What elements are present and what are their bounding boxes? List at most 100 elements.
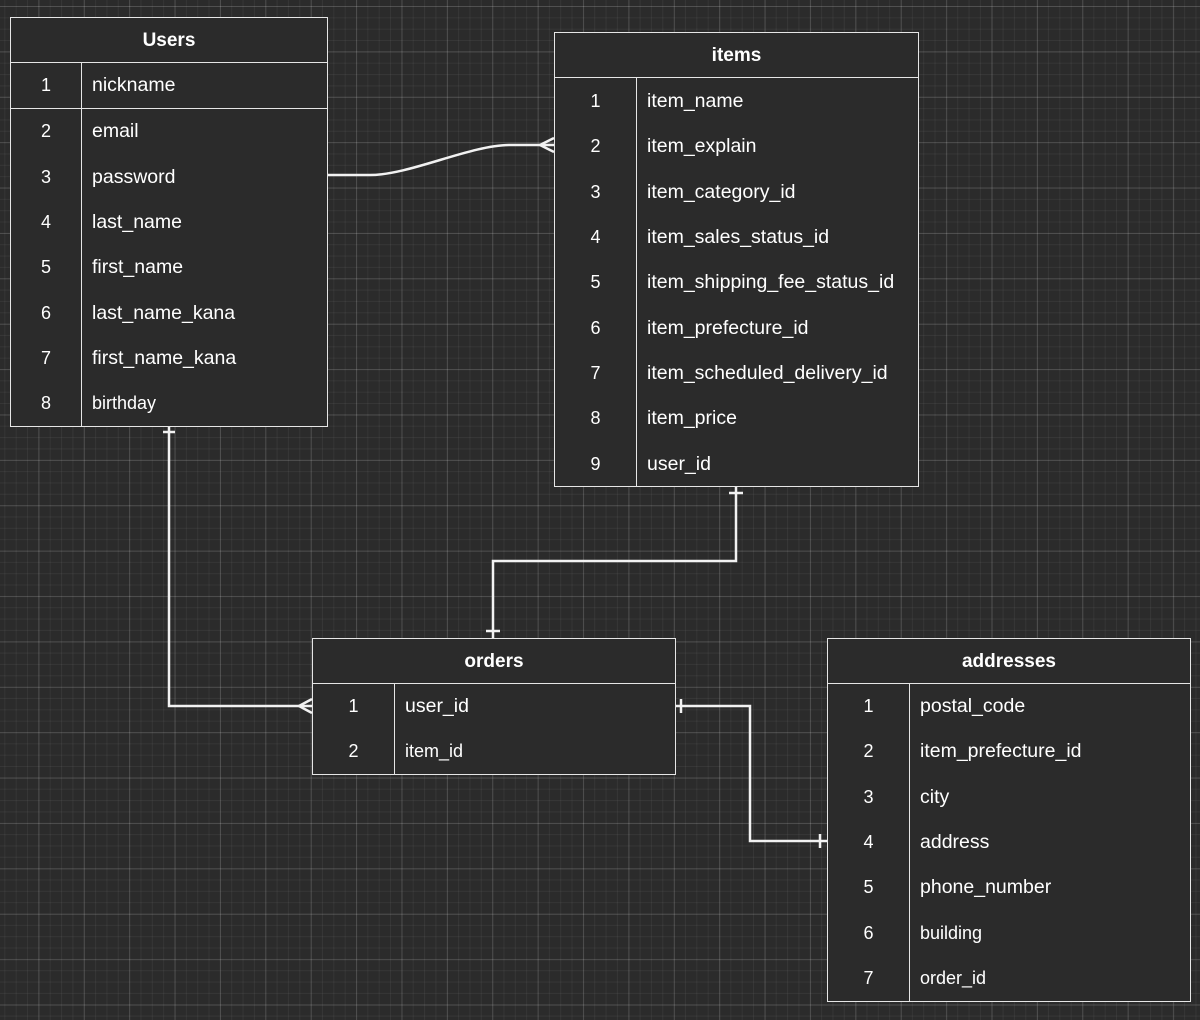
row-number: 4 (40, 212, 51, 233)
row-number: 5 (863, 877, 874, 898)
row-number: 3 (863, 786, 874, 807)
entity-users-rows: 1 nickname 2 email 3 password 4 last_nam… (11, 63, 327, 427)
entity-addresses-title: addresses (828, 639, 1190, 684)
table-row[interactable]: 7 first_name_kana (11, 336, 327, 381)
row-number: 1 (590, 91, 601, 112)
row-number: 1 (863, 696, 874, 717)
entity-orders[interactable]: orders 1 user_id 2 item_id (312, 638, 676, 775)
table-row[interactable]: 7 item_scheduled_delivery_id (555, 351, 918, 396)
table-row[interactable]: 1 item_name (555, 79, 918, 124)
crowfoot-many-icon (537, 136, 555, 154)
row-number: 8 (40, 393, 51, 414)
row-number: 2 (590, 136, 601, 157)
entity-users[interactable]: Users 1 nickname 2 email 3 password 4 la… (10, 17, 328, 427)
link-items-orders-line (491, 487, 738, 638)
link-users-orders[interactable] (163, 427, 313, 715)
row-number: 7 (590, 362, 601, 383)
row-number: 4 (590, 227, 601, 248)
field-name: birthday (92, 393, 157, 414)
field-name: item_price (647, 407, 737, 430)
table-row[interactable]: 1 postal_code (828, 684, 1190, 729)
entity-orders-title: orders (313, 639, 675, 684)
table-row[interactable]: 3 city (828, 775, 1190, 820)
table-row[interactable]: 1 user_id (313, 684, 675, 729)
table-row[interactable]: 5 first_name (11, 245, 327, 290)
row-number: 2 (863, 741, 874, 762)
field-name: password (92, 165, 176, 188)
entity-addresses[interactable]: addresses 1 postal_code 2 item_prefectur… (827, 638, 1191, 1002)
field-name: item_id (405, 741, 464, 762)
field-name: address (920, 831, 990, 854)
entity-users-title: Users (11, 18, 327, 63)
row-number: 9 (590, 453, 601, 474)
row-number: 5 (590, 272, 601, 293)
link-users-items-line (328, 143, 554, 177)
field-name: item_shipping_fee_status_id (647, 271, 895, 294)
table-row[interactable]: 6 item_prefecture_id (555, 305, 918, 350)
row-number: 7 (863, 967, 874, 988)
column-divider (394, 684, 395, 775)
row-number: 7 (40, 347, 51, 368)
field-name: first_name (92, 256, 184, 279)
table-row[interactable]: 4 address (828, 820, 1190, 865)
table-row[interactable]: 5 item_shipping_fee_status_id (555, 260, 918, 305)
row-number: 2 (348, 741, 359, 762)
field-name: nickname (92, 74, 176, 97)
table-row[interactable]: 6 building (828, 910, 1190, 955)
entity-items-title: items (555, 33, 918, 78)
field-name: item_explain (647, 135, 757, 158)
table-row[interactable]: 2 email (11, 109, 327, 154)
table-row[interactable]: 1 nickname (11, 63, 327, 110)
link-items-orders[interactable] (486, 487, 743, 638)
entity-orders-rows: 1 user_id 2 item_id (313, 684, 675, 775)
field-name: postal_code (920, 695, 1026, 718)
table-row[interactable]: 3 item_category_id (555, 170, 918, 215)
link-users-items[interactable] (328, 136, 555, 177)
column-divider (81, 63, 82, 427)
row-number: 6 (863, 922, 874, 943)
row-number: 6 (40, 302, 51, 323)
field-name: phone_number (920, 876, 1052, 899)
row-number: 1 (40, 75, 51, 96)
field-name: first_name_kana (92, 346, 237, 369)
crowfoot-many-icon (296, 697, 313, 715)
field-name: item_name (647, 90, 744, 113)
table-row[interactable]: 5 phone_number (828, 865, 1190, 910)
table-row[interactable]: 2 item_prefecture_id (828, 729, 1190, 774)
field-name: last_name (92, 211, 182, 234)
table-row[interactable]: 3 password (11, 155, 327, 200)
table-row[interactable]: 8 birthday (11, 381, 327, 426)
row-number: 2 (40, 121, 51, 142)
field-name: email (92, 120, 139, 143)
row-number: 3 (590, 181, 601, 202)
row-number: 5 (40, 257, 51, 278)
row-number: 1 (348, 696, 359, 717)
table-row[interactable]: 4 last_name (11, 200, 327, 245)
table-row[interactable]: 7 order_id (828, 956, 1190, 1001)
table-row[interactable]: 9 user_id (555, 441, 918, 486)
entity-addresses-rows: 1 postal_code 2 item_prefecture_id 3 cit… (828, 684, 1190, 1002)
table-row[interactable]: 2 item_id (313, 729, 675, 774)
row-number: 6 (590, 317, 601, 338)
table-row[interactable]: 4 item_sales_status_id (555, 215, 918, 260)
field-name: user_id (405, 695, 469, 718)
table-row[interactable]: 6 last_name_kana (11, 290, 327, 335)
table-row[interactable]: 8 item_price (555, 396, 918, 441)
entity-items-rows: 1 item_name 2 item_explain 3 item_catego… (555, 78, 918, 487)
column-divider (636, 78, 637, 487)
field-name: city (920, 785, 950, 808)
link-orders-addresses[interactable] (676, 699, 827, 848)
link-orders-addresses-line (676, 704, 827, 843)
entity-items[interactable]: items 1 item_name 2 item_explain 3 item_… (554, 32, 919, 487)
table-row[interactable]: 2 item_explain (555, 124, 918, 169)
field-name: item_prefecture_id (920, 740, 1082, 763)
field-name: building (920, 922, 983, 943)
field-name: item_scheduled_delivery_id (647, 361, 888, 384)
link-users-orders-line (167, 427, 312, 708)
field-name: item_sales_status_id (647, 226, 830, 249)
field-name: order_id (920, 967, 987, 988)
field-name: item_category_id (647, 180, 796, 203)
row-number: 4 (863, 832, 874, 853)
